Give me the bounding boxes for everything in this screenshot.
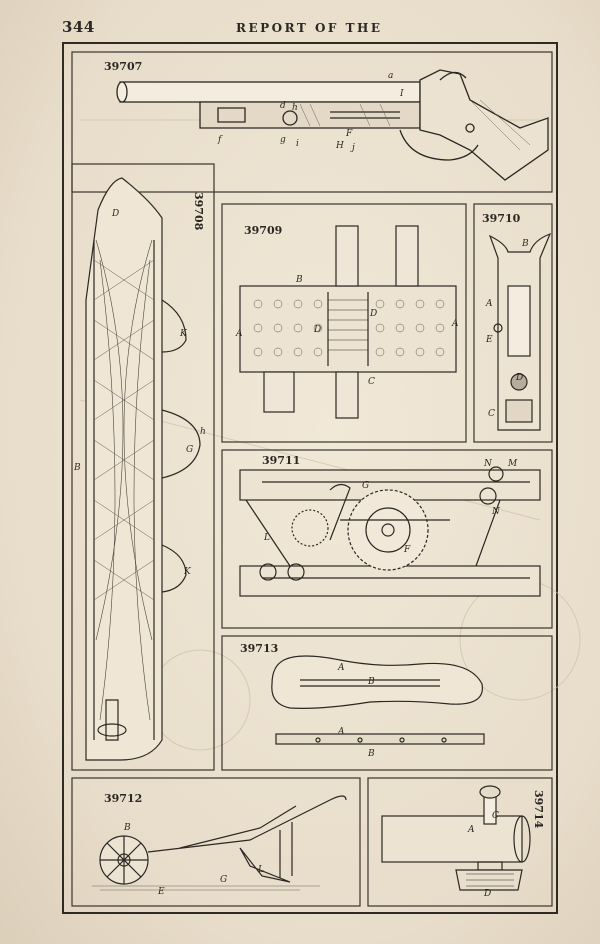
label-E-tube: E — [485, 335, 493, 345]
drawing-plate — [62, 42, 558, 914]
figure-number-39711: 39711 — [262, 454, 301, 467]
label-D: D — [111, 209, 119, 219]
label-C-clamp: C — [492, 811, 499, 821]
label-H: H — [335, 141, 344, 151]
label-L-plow: L — [257, 865, 264, 875]
label-A-insole: A — [337, 663, 345, 673]
figure-number-39709: 39709 — [244, 224, 283, 237]
rifle-drawing — [116, 69, 549, 181]
figure-number-39714: 39714 — [532, 790, 545, 829]
tube-device-drawing — [488, 232, 552, 431]
label-A-strip: A — [337, 727, 345, 737]
clamp-drawing — [381, 785, 531, 891]
label-L-machine: L — [263, 533, 270, 543]
label-F: F — [345, 129, 353, 139]
label-B-tube: B — [521, 239, 529, 249]
label-D-clamp: D — [483, 889, 491, 899]
plow-drawing — [92, 795, 347, 891]
label-A-clamp: A — [467, 825, 475, 835]
label-g: g — [280, 135, 286, 145]
panel-frame-39711 — [221, 449, 553, 629]
label-C-tube: C — [488, 409, 495, 419]
label-D-right: D — [369, 309, 377, 319]
label-i: i — [296, 139, 299, 149]
label-K-upper: K — [179, 329, 188, 339]
label-B-insole: B — [367, 677, 375, 687]
gear-machine-drawing — [239, 466, 541, 597]
figure-number-39708: 39708 — [192, 192, 205, 231]
page-number: 344 — [62, 18, 95, 36]
panel-frame-39712 — [71, 777, 361, 907]
label-I: I — [399, 89, 404, 99]
label-N-lower: N — [491, 507, 501, 517]
label-a: a — [388, 71, 393, 81]
panel-frame-39714 — [367, 777, 553, 907]
label-h: h — [292, 103, 298, 113]
panel-frame-39710 — [473, 203, 553, 443]
figure-number-39707: 39707 — [104, 60, 143, 73]
figure-number-39710: 39710 — [482, 212, 521, 225]
label-A-left: A — [235, 329, 243, 339]
boat-hull-drawing — [85, 177, 201, 761]
label-d: d — [280, 101, 286, 111]
label-f: f — [217, 135, 223, 145]
label-G: G — [186, 445, 193, 455]
label-N-upper: N — [483, 459, 493, 469]
label-K-lower: K — [183, 567, 192, 577]
label-B-strip: B — [367, 749, 375, 759]
figure-number-39713: 39713 — [240, 642, 279, 655]
label-h-hull: h — [200, 427, 206, 437]
insole-drawing — [271, 655, 485, 745]
label-G-plow: G — [220, 875, 227, 885]
figure-number-39712: 39712 — [104, 792, 143, 805]
label-A-right: A — [451, 319, 459, 329]
heater-box-drawing — [239, 225, 457, 419]
label-B-box: B — [295, 275, 303, 285]
label-C-box: C — [368, 377, 375, 387]
panel-frame-39708 — [71, 163, 215, 771]
label-G-machine: G — [362, 481, 369, 491]
label-A-tube: A — [485, 299, 493, 309]
label-B-hull: B — [73, 463, 81, 473]
panel-frame-39709 — [221, 203, 467, 443]
label-F-machine: F — [403, 545, 411, 555]
label-j: j — [350, 143, 355, 153]
label-E-plow: E — [157, 887, 165, 897]
label-M: M — [507, 459, 518, 469]
label-B-plow: B — [123, 823, 131, 833]
panel-frame-39713 — [221, 635, 553, 771]
running-title: REPORT OF THE — [236, 21, 383, 35]
panel-frame-39707 — [71, 51, 553, 193]
label-D-left: D — [313, 325, 321, 335]
label-D-tube: D — [515, 373, 523, 383]
